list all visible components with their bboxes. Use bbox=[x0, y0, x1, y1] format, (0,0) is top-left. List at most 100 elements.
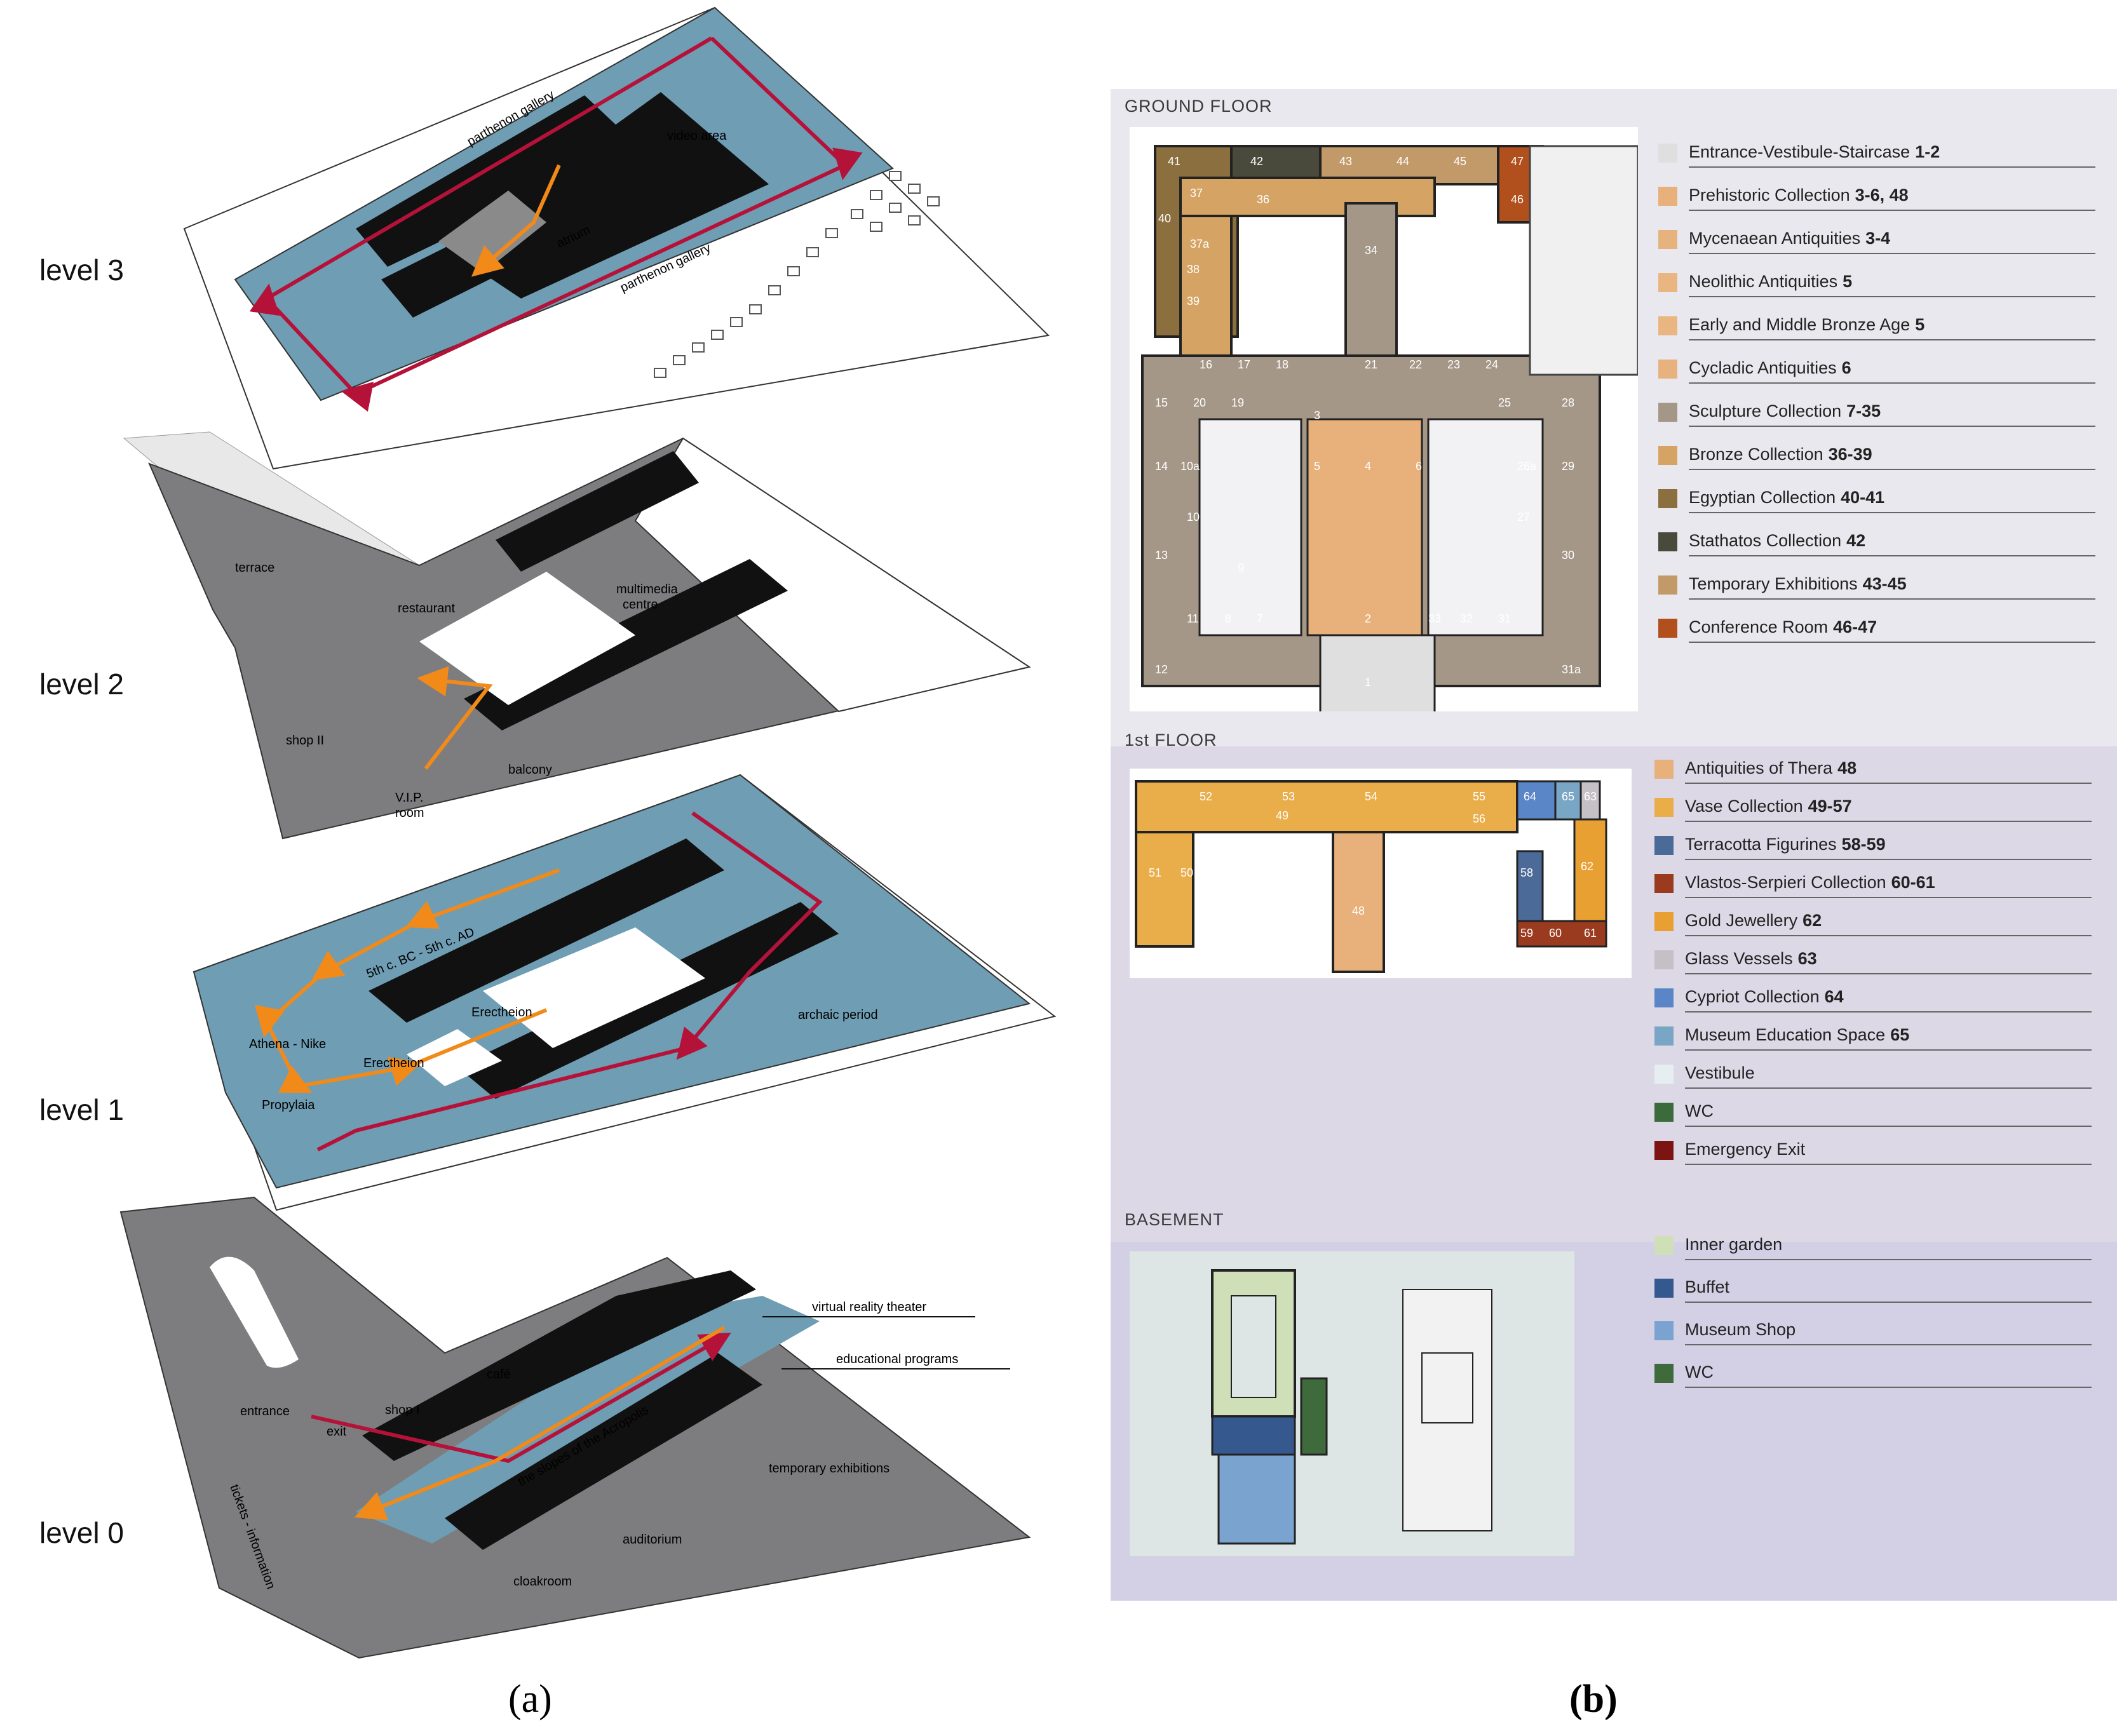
legend-label: Museum Shop bbox=[1685, 1320, 1796, 1339]
cloakroom-label: cloakroom bbox=[513, 1575, 572, 1589]
legend-underline bbox=[1689, 382, 2095, 384]
room-number: 44 bbox=[1397, 155, 1409, 168]
legend-swatch bbox=[1658, 273, 1677, 292]
legend-room-range: 3-6, 48 bbox=[1855, 185, 1909, 205]
room-number: 64 bbox=[1524, 790, 1536, 803]
room-number: 61 bbox=[1584, 927, 1597, 939]
legend-room-range: 42 bbox=[1846, 531, 1866, 550]
legend-underline bbox=[1689, 598, 2095, 600]
legend-swatch bbox=[1654, 912, 1674, 931]
legend-label: Inner garden bbox=[1685, 1235, 1783, 1254]
room-number: 50 bbox=[1180, 866, 1193, 879]
room-number: 45 bbox=[1454, 155, 1466, 168]
legend-label: Emergency Exit bbox=[1685, 1140, 1806, 1159]
legend-swatch bbox=[1654, 874, 1674, 893]
room-number: 15 bbox=[1155, 396, 1168, 409]
legend-underline bbox=[1689, 296, 2095, 297]
legend-swatch bbox=[1654, 950, 1674, 969]
room-number: 2 bbox=[1365, 612, 1371, 625]
video-area-label: video area bbox=[667, 129, 727, 143]
room-number: 5 bbox=[1314, 460, 1320, 473]
room-number: 46 bbox=[1511, 193, 1524, 206]
legend-room-range: 64 bbox=[1824, 987, 1844, 1006]
legend-room-range: 1-2 bbox=[1915, 142, 1940, 161]
legend-swatch bbox=[1658, 446, 1677, 465]
legend-underline bbox=[1685, 821, 2092, 822]
legend-room-range: 43-45 bbox=[1862, 574, 1907, 593]
room-number: 31 bbox=[1498, 612, 1511, 625]
legend-underline bbox=[1689, 512, 2095, 513]
room-number: 6 bbox=[1416, 460, 1422, 473]
room-number: 13 bbox=[1155, 549, 1168, 562]
room-number: 49 bbox=[1276, 809, 1288, 822]
legend-room-range: 5 bbox=[1915, 315, 1925, 334]
legend-swatch bbox=[1658, 403, 1677, 422]
level-2-plan: terrace restaurant multimedia centre sho… bbox=[123, 431, 1031, 840]
vip-label: V.I.P. bbox=[395, 791, 424, 805]
room-number: 14 bbox=[1155, 460, 1168, 473]
room-number: 10a bbox=[1180, 460, 1200, 473]
first-floor-title: 1st FLOOR bbox=[1125, 730, 1217, 750]
legend-room-range: 46-47 bbox=[1833, 617, 1877, 636]
legend-underline bbox=[1689, 253, 2095, 254]
legend-swatch bbox=[1658, 619, 1677, 638]
room-number: 19 bbox=[1231, 396, 1244, 409]
level-2-label: level 2 bbox=[39, 668, 124, 701]
legend-underline bbox=[1689, 642, 2095, 643]
room-number: 32 bbox=[1460, 612, 1473, 625]
room-number: 53 bbox=[1282, 790, 1295, 803]
room-number: 33 bbox=[1428, 612, 1441, 625]
erectheion-label-1: Erectheion bbox=[471, 1006, 532, 1019]
room-number: 40 bbox=[1158, 212, 1171, 225]
legend-underline bbox=[1689, 166, 2095, 168]
room-number: 17 bbox=[1238, 358, 1250, 371]
legend-label: Buffet bbox=[1685, 1277, 1730, 1296]
centre-label: centre bbox=[623, 598, 658, 612]
room-number: 56 bbox=[1473, 812, 1485, 825]
room-number: 29 bbox=[1562, 460, 1574, 473]
room-number: 27 bbox=[1517, 511, 1530, 523]
legend-swatch bbox=[1654, 836, 1674, 855]
legend-room-range: 48 bbox=[1837, 758, 1857, 777]
room-number: 54 bbox=[1365, 790, 1377, 803]
legend-label: WC bbox=[1685, 1101, 1714, 1120]
room-number: 11 bbox=[1187, 612, 1199, 625]
propylaia-label: Propylaia bbox=[262, 1098, 315, 1112]
legend-swatch bbox=[1654, 1236, 1674, 1255]
exit-label: exit bbox=[327, 1425, 347, 1439]
cafe-label: café bbox=[487, 1368, 511, 1382]
room-number: 4 bbox=[1365, 460, 1371, 473]
room-number: 7 bbox=[1257, 612, 1263, 625]
legend-swatch bbox=[1654, 1321, 1674, 1340]
legend-swatch bbox=[1654, 1026, 1674, 1046]
level-0-plan: virtual reality theater educational prog… bbox=[119, 1196, 1031, 1659]
level-3-plan: parthenon gallery video area atrium part… bbox=[183, 6, 1050, 470]
room-number: 59 bbox=[1520, 927, 1533, 939]
restaurant-label: restaurant bbox=[398, 602, 455, 616]
room-number: 42 bbox=[1250, 155, 1263, 168]
legend-underline bbox=[1689, 555, 2095, 556]
legend-underline bbox=[1689, 469, 2095, 470]
legend-underline bbox=[1685, 1387, 2092, 1388]
legend-underline bbox=[1685, 897, 2092, 898]
room-number: 22 bbox=[1409, 358, 1422, 371]
room-number: 63 bbox=[1584, 790, 1597, 803]
legend-underline bbox=[1689, 339, 2095, 340]
room-number: 60 bbox=[1549, 927, 1562, 939]
legend-underline bbox=[1685, 973, 2092, 974]
legend-label: Vestibule bbox=[1685, 1063, 1755, 1082]
legend-room-range: 60-61 bbox=[1891, 873, 1935, 892]
legend-underline bbox=[1685, 1164, 2092, 1165]
erectheion-label-2: Erectheion bbox=[363, 1056, 424, 1070]
room-number: 55 bbox=[1473, 790, 1485, 803]
